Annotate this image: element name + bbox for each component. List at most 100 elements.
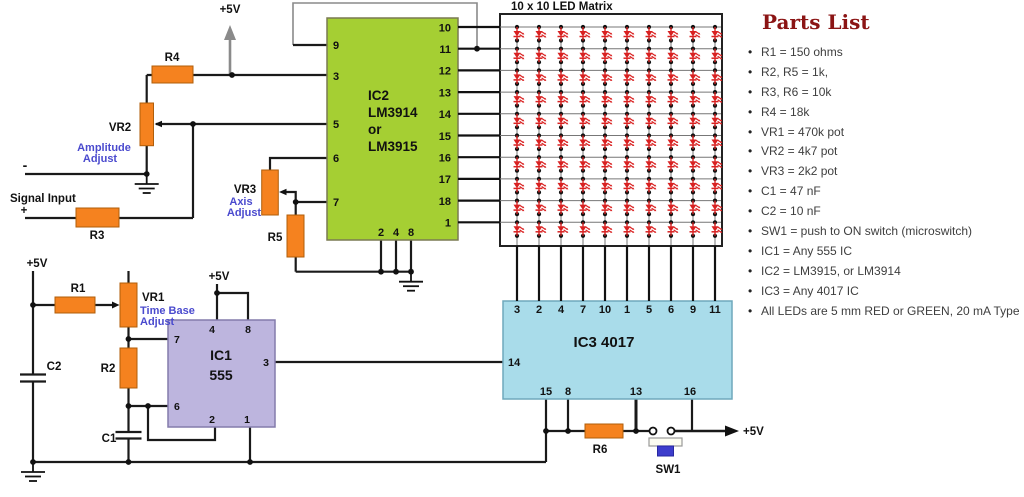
svg-text:6: 6 xyxy=(174,401,180,413)
vr2-wiper-arrow xyxy=(154,120,162,128)
resistor-r3 xyxy=(75,207,120,228)
svg-text:16: 16 xyxy=(439,153,451,165)
ic3-labels: IC3 4017 3 2 4 7 10 1 5 6 9 11 14 15 8 1… xyxy=(508,304,721,398)
vr3-caption1: Axis xyxy=(229,196,252,208)
led-matrix-grid xyxy=(458,24,724,301)
vr2-caption1: Amplitude xyxy=(77,142,131,154)
svg-text:LM3915: LM3915 xyxy=(368,139,418,154)
parts-list-item: VR2 = 4k7 pot xyxy=(746,145,1024,158)
svg-text:18: 18 xyxy=(439,196,451,208)
svg-text:15: 15 xyxy=(540,386,552,398)
ic3-block xyxy=(502,300,733,400)
plus5v-label-right: +5V xyxy=(743,426,764,438)
wires xyxy=(20,2,726,464)
svg-text:8: 8 xyxy=(565,386,571,398)
svg-text:5: 5 xyxy=(333,119,339,131)
svg-text:2: 2 xyxy=(378,227,384,239)
r3-label: R3 xyxy=(90,230,105,242)
vr1-label: VR1 xyxy=(142,292,165,304)
parts-list-item: VR1 = 470k pot xyxy=(746,126,1024,139)
svg-text:14: 14 xyxy=(508,357,521,369)
svg-text:8: 8 xyxy=(245,324,251,336)
svg-text:10: 10 xyxy=(439,22,451,34)
svg-text:LM3914: LM3914 xyxy=(368,105,418,120)
ic1-labels: IC1 555 4 8 7 6 3 2 1 xyxy=(174,324,269,426)
sw1-button-cap xyxy=(648,437,683,447)
signal-minus-label: - xyxy=(23,157,28,173)
svg-text:17: 17 xyxy=(439,174,451,186)
svg-text:13: 13 xyxy=(630,386,642,398)
plus5v-right-arrowhead xyxy=(725,425,739,437)
svg-text:7: 7 xyxy=(580,304,586,316)
pot-vr2 xyxy=(139,102,154,147)
parts-list-item: R2, R5 = 1k, xyxy=(746,66,1024,79)
parts-list-item: R3, R6 = 10k xyxy=(746,86,1024,99)
svg-text:555: 555 xyxy=(209,367,233,383)
switch-sw1 xyxy=(648,426,683,457)
parts-list-item: IC1 = Any 555 IC xyxy=(746,245,1024,258)
c2-label: C2 xyxy=(47,361,62,373)
svg-text:1: 1 xyxy=(624,304,630,316)
svg-text:14: 14 xyxy=(439,109,452,121)
r4-label: R4 xyxy=(165,52,180,64)
svg-text:1: 1 xyxy=(445,218,451,230)
sw1-label: SW1 xyxy=(656,464,682,476)
r6-label: R6 xyxy=(593,444,608,456)
resistor-r1 xyxy=(54,296,96,314)
signal-plus-label: + xyxy=(21,205,28,217)
r5-label: R5 xyxy=(268,232,283,244)
svg-text:8: 8 xyxy=(408,227,414,239)
plus5v-label-ic1: +5V xyxy=(209,271,230,283)
svg-text:1: 1 xyxy=(244,414,250,426)
plus5v-label-top: +5V xyxy=(220,4,241,16)
svg-text:4: 4 xyxy=(209,324,215,336)
vr3-caption2: Adjust xyxy=(227,207,262,219)
r1-label: R1 xyxy=(71,283,86,295)
svg-text:3: 3 xyxy=(333,71,339,83)
signal-input-label: Signal Input xyxy=(10,193,76,205)
vr2-label: VR2 xyxy=(109,122,131,134)
svg-text:7: 7 xyxy=(174,334,180,346)
svg-text:IC3 4017: IC3 4017 xyxy=(574,334,635,351)
plus5v-up-arrowhead xyxy=(224,25,236,40)
svg-text:3: 3 xyxy=(514,304,520,316)
led-matrix-title: 10 x 10 LED Matrix xyxy=(511,1,613,13)
svg-text:4: 4 xyxy=(558,304,565,316)
svg-text:7: 7 xyxy=(333,197,339,209)
resistor-r6 xyxy=(584,423,624,439)
parts-list-item: All LEDs are 5 mm RED or GREEN, 20 mA Ty… xyxy=(746,305,1024,318)
parts-list-item: IC2 = LM3915, or LM3914 xyxy=(746,265,1024,278)
c1-label: C1 xyxy=(102,433,117,445)
svg-text:3: 3 xyxy=(263,357,269,369)
svg-text:9: 9 xyxy=(333,40,339,52)
sw1-plunger xyxy=(657,445,674,457)
svg-text:IC1: IC1 xyxy=(210,347,232,363)
svg-text:9: 9 xyxy=(690,304,696,316)
parts-list-item: C2 = 10 nF xyxy=(746,205,1024,218)
vr1-wiper-arrow xyxy=(112,301,120,309)
parts-list-item: VR3 = 2k2 pot xyxy=(746,165,1024,178)
parts-list-item: R1 = 150 ohms xyxy=(746,46,1024,59)
svg-text:11: 11 xyxy=(439,44,451,56)
parts-list-title: Parts List xyxy=(762,10,870,34)
svg-text:or: or xyxy=(368,122,382,137)
svg-text:2: 2 xyxy=(536,304,542,316)
svg-text:2: 2 xyxy=(209,414,215,426)
vr3-wiper-arrow xyxy=(279,188,287,196)
plus5v-label-left: +5V xyxy=(27,258,48,270)
parts-list-item: SW1 = push to ON switch (microswitch) xyxy=(746,225,1024,238)
resistor-r5 xyxy=(286,214,305,258)
svg-text:13: 13 xyxy=(439,87,451,99)
pot-vr1 xyxy=(119,282,138,328)
svg-text:IC2: IC2 xyxy=(368,88,389,103)
vr3-label: VR3 xyxy=(234,184,256,196)
ic1-block xyxy=(167,319,276,428)
svg-text:5: 5 xyxy=(646,304,652,316)
vr2-caption2: Adjust xyxy=(83,153,118,165)
vr1-caption1: Time Base xyxy=(140,305,195,317)
svg-text:16: 16 xyxy=(684,386,696,398)
parts-list-panel: Parts List R1 = 150 ohms R2, R5 = 1k, R3… xyxy=(746,2,1024,324)
ic2-block xyxy=(326,17,459,241)
